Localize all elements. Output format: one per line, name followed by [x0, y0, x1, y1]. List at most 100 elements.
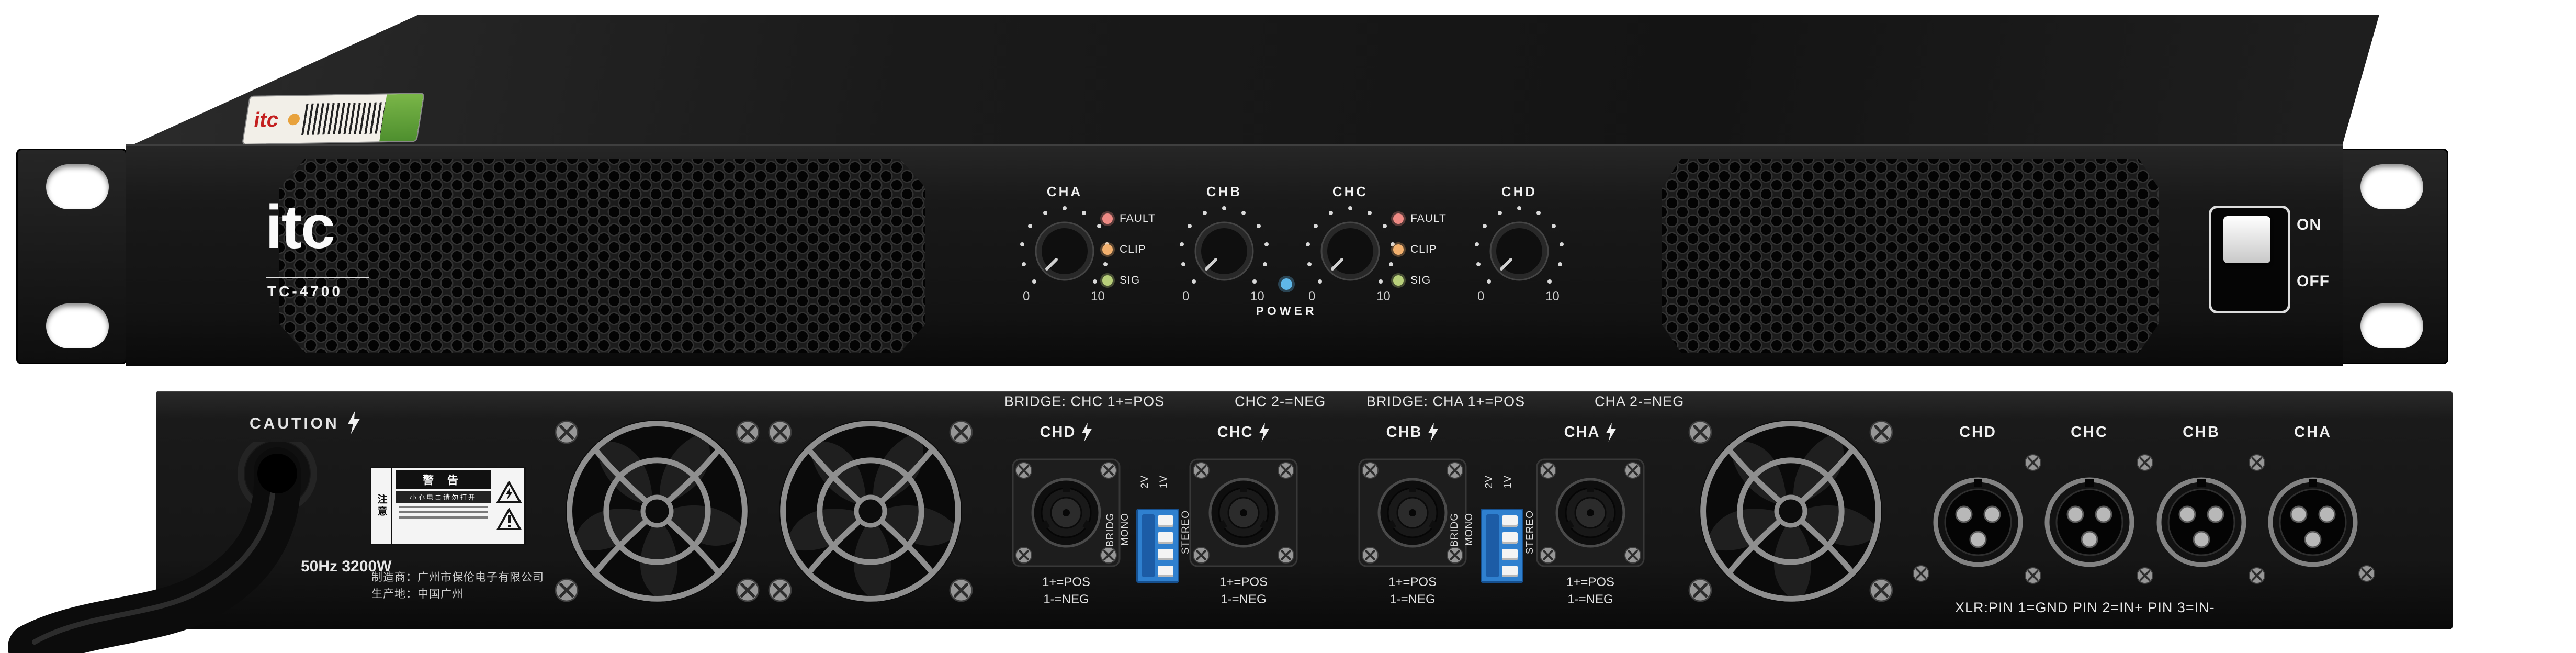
warning-title: 警 告 [396, 470, 491, 489]
logo-underline [266, 277, 369, 278]
fault-led-row: FAULT [1100, 211, 1156, 226]
dip-lever[interactable] [1158, 549, 1173, 560]
speakon-output-chc[interactable] [1186, 455, 1301, 570]
switch-on-label: ON [2297, 216, 2321, 233]
power-switch[interactable] [2209, 206, 2290, 313]
sig-led-label: SIG [1410, 274, 1431, 286]
panel-screw [946, 418, 976, 447]
channel-a-label: CHA [1046, 184, 1083, 199]
front-panel: itc TC-4700 CHA 0 10 FAULT [126, 144, 2343, 366]
dip-2v-label: 2V [1139, 475, 1150, 489]
warning-side-text: 注意 [376, 494, 387, 518]
caution-bolt-icon [348, 411, 360, 434]
dip-2v-label: 2V [1484, 475, 1495, 489]
sig-led-row: SIG [1100, 273, 1156, 288]
panel-screw [552, 418, 581, 447]
power-led-icon [1278, 276, 1295, 292]
dip-switch-block-2[interactable] [1481, 509, 1523, 583]
dip-1v-label: 1V [1158, 475, 1169, 489]
dip-lever[interactable] [1158, 566, 1173, 577]
dip-switch-block-1[interactable] [1136, 509, 1179, 583]
cooling-fan-1 [563, 417, 751, 605]
dip-mono-label: MONO [1464, 513, 1475, 546]
clip-led-icon [1100, 242, 1115, 257]
panel-screw [2248, 567, 2266, 584]
sig-led-icon [1391, 273, 1406, 288]
speakon-cha-wiring: 1+=POS 1-=NEG [1549, 573, 1632, 608]
speakon-chb-text: CHB [1386, 423, 1422, 441]
knob-min-label: 0 [1182, 289, 1189, 303]
fault-led-row: FAULT [1391, 211, 1447, 226]
mounting-slot [2360, 164, 2423, 209]
dip-lever[interactable] [1158, 532, 1173, 544]
sig-led-label: SIG [1120, 274, 1140, 286]
fault-led-icon [1391, 211, 1406, 226]
fault-led-label: FAULT [1410, 212, 1447, 224]
dip-lever[interactable] [1502, 515, 1518, 527]
bolt-icon [1259, 423, 1270, 442]
power-label: POWER [1256, 304, 1317, 318]
channel-b-gain-knob[interactable]: 0 10 [1172, 199, 1276, 303]
panel-screw [552, 576, 581, 605]
warning-fine-print [399, 516, 488, 519]
warning-fine-print [399, 511, 488, 513]
xlr-chc-label: CHC [2071, 424, 2108, 441]
channel-d-gain-knob[interactable]: 0 10 [1467, 199, 1572, 303]
cord-body [8, 447, 301, 653]
pos-line: 1+=POS [1042, 575, 1091, 589]
dip-lever[interactable] [1502, 566, 1518, 577]
cord-core [257, 454, 297, 493]
xlr-input-chd[interactable] [1926, 470, 2030, 575]
manufacturer-line2: 生产地：中国广州 [371, 588, 464, 600]
panel-screw [765, 576, 795, 605]
channel-c-gain-knob[interactable]: 0 10 [1298, 199, 1403, 303]
neg-line: 1-=NEG [1043, 592, 1089, 606]
speakon-output-cha[interactable] [1533, 455, 1648, 570]
channel-b-label: CHB [1206, 184, 1242, 199]
power-switch-rocker[interactable] [2223, 216, 2270, 263]
dip-lever[interactable] [1502, 549, 1518, 560]
brand-sticker: itc [242, 93, 425, 145]
panel-screw [1686, 576, 1715, 605]
neg-line: 1-=NEG [1567, 592, 1613, 606]
knob-max-label: 10 [1091, 289, 1105, 303]
xlr-input-cha[interactable] [2261, 470, 2365, 575]
dip-lever[interactable] [1502, 532, 1518, 544]
clip-led-row: CLIP [1100, 242, 1156, 257]
pos-line: 1+=POS [1219, 575, 1268, 589]
xlr-chb-label: CHB [2183, 424, 2220, 441]
channel-c-label: CHC [1332, 184, 1369, 199]
speakon-chc-text: CHC [1217, 423, 1253, 441]
sticker-barcode-decor [301, 102, 386, 135]
xlr-input-chb[interactable] [2149, 470, 2254, 575]
panel-screw [2358, 565, 2376, 582]
dip-lever[interactable] [1158, 515, 1173, 527]
dip-mono-label: MONO [1120, 513, 1131, 546]
speakon-chd-label: CHD [1014, 423, 1118, 442]
neg-line: 1-=NEG [1389, 592, 1436, 606]
speakon-chc-wiring: 1+=POS 1-=NEG [1202, 573, 1285, 608]
warning-icons [494, 468, 524, 544]
cooling-fan-2 [776, 417, 965, 605]
model-number: TC-4700 [267, 283, 343, 299]
channel-a-gain-knob[interactable]: 0 10 [1012, 199, 1117, 303]
warning-main: 警 告 小心电击请勿打开 [392, 468, 494, 544]
panel-screw [1867, 418, 1896, 447]
chassis-top-face [127, 15, 2379, 148]
panel-screw [733, 418, 762, 447]
cooling-fan-3 [1697, 417, 1885, 605]
clip-led-label: CLIP [1410, 243, 1437, 255]
mounting-slot [46, 164, 109, 209]
speakon-chc-label: CHC [1191, 423, 1296, 442]
knob-max-label: 10 [1250, 289, 1264, 303]
xlr-input-chc[interactable] [2037, 470, 2142, 575]
power-cord [8, 442, 317, 653]
panel-screw [946, 576, 976, 605]
vent-grille-right [1662, 159, 2159, 353]
clip-led-icon [1391, 242, 1406, 257]
xlr-chd-label: CHD [1959, 424, 1997, 441]
rack-ear-left [16, 149, 127, 364]
rack-ear-right [2337, 149, 2448, 364]
panel-screw [2136, 454, 2154, 471]
